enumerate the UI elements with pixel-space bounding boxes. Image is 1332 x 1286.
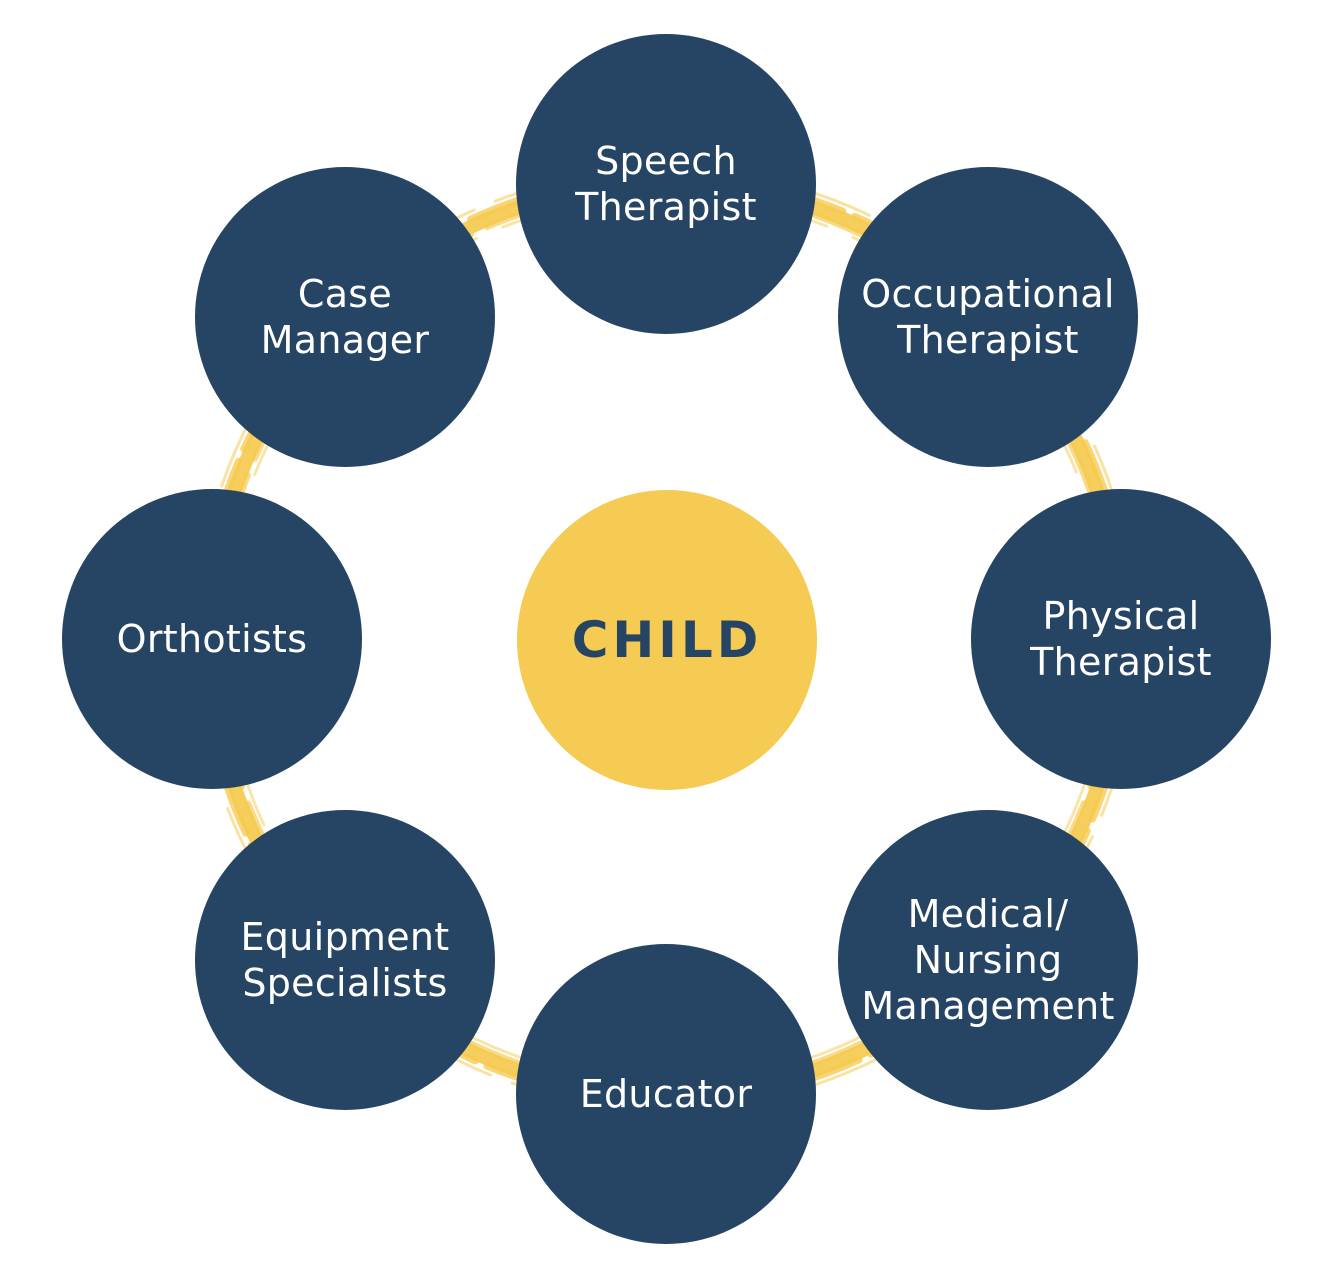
node-occupational-therapist: Occupational Therapist: [838, 167, 1138, 467]
node-equipment-specialists: Equipment Specialists: [195, 810, 495, 1110]
node-label-line: Speech: [595, 139, 737, 183]
node-educator: Educator: [516, 944, 816, 1244]
node-label-line: Therapist: [1030, 640, 1212, 684]
node-label-line: Case: [297, 272, 393, 316]
node-speech-therapist: Speech Therapist: [516, 34, 816, 334]
node-physical-therapist: Physical Therapist: [971, 489, 1271, 789]
node-label-line: Nursing: [913, 938, 1063, 982]
center-child-circle: CHILD: [517, 490, 817, 790]
node-orthotists: Orthotists: [62, 489, 362, 789]
node-label-line: Physical: [1042, 594, 1200, 638]
node-label-line: Therapist: [575, 185, 757, 229]
node-label-line: Educator: [579, 1072, 753, 1116]
node-label-line: Manager: [260, 318, 430, 362]
node-label-line: Management: [861, 984, 1115, 1028]
node-label-line: Medical/: [907, 892, 1069, 936]
node-label-line: Orthotists: [116, 617, 308, 661]
node-label-line: Occupational: [861, 272, 1115, 316]
center-label: CHILD: [571, 611, 763, 669]
node-label-line: Specialists: [242, 961, 448, 1005]
node-label-line: Therapist: [897, 318, 1079, 362]
node-medical-nursing-management: Medical/ Nursing Management: [838, 810, 1138, 1110]
node-label-line: Equipment: [240, 915, 450, 959]
node-case-manager: Case Manager: [195, 167, 495, 467]
